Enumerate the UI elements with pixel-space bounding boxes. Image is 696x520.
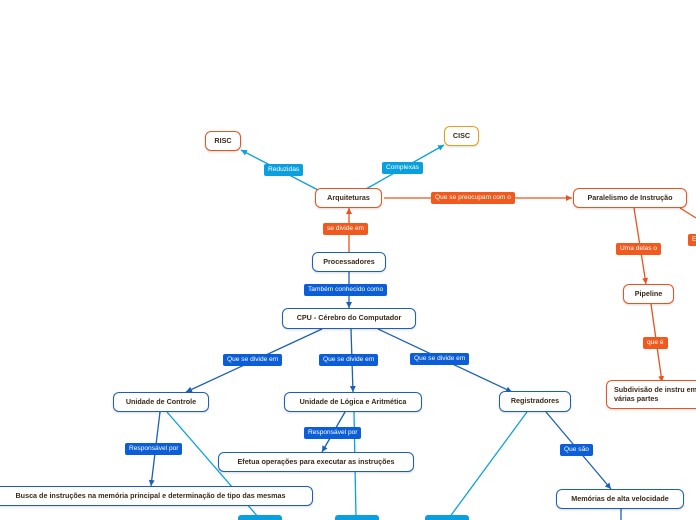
label-divide-2: Que se divide em — [319, 354, 379, 366]
node-processadores[interactable]: Processadores — [312, 252, 386, 272]
label-reduzidas: Reduzidas — [264, 164, 304, 176]
label-divide-1: Que se divide em — [223, 354, 283, 366]
label-responsavel-1: Responsável por — [125, 443, 183, 455]
node-registradores[interactable]: Registradores — [499, 391, 571, 412]
label-divide-em: se divide em — [323, 223, 369, 235]
node-paralelismo[interactable]: Paralelismo de Instrução — [573, 188, 687, 208]
node-cpu[interactable]: CPU - Cérebro do Computador — [282, 308, 416, 329]
label-que-sao: Que são — [560, 444, 593, 456]
node-ula[interactable]: Unidade de Lógica e Aritmética — [284, 392, 422, 412]
label-que-e: que é — [643, 337, 668, 349]
offscreen-node-stub — [425, 515, 469, 520]
node-efetua[interactable]: Efetua operações para executar as instru… — [218, 452, 414, 472]
label-conhecido: Também conhecido como — [304, 284, 388, 296]
label-divide-3: Que se divide em — [410, 353, 470, 365]
node-risc[interactable]: RISC — [205, 131, 241, 151]
node-arquiteturas[interactable]: Arquiteturas — [315, 188, 382, 208]
label-complexas: Complexas — [382, 162, 423, 174]
offscreen-node-stub — [335, 515, 379, 520]
label-edge-stub: E — [688, 234, 696, 246]
node-unidade-controle[interactable]: Unidade de Controle — [113, 392, 209, 412]
label-preocupam: Que se preocupam com o — [431, 192, 515, 204]
node-memorias[interactable]: Memórias de alta velocidade — [556, 489, 684, 509]
node-busca[interactable]: Busca de instruções na memória principal… — [0, 486, 313, 506]
label-responsavel-2: Responsável por — [304, 427, 362, 439]
node-pipeline[interactable]: Pipeline — [623, 284, 674, 304]
label-uma-delas: Uma delas o — [616, 243, 662, 255]
offscreen-node-stub — [238, 515, 282, 520]
node-cisc[interactable]: CISC — [444, 126, 479, 146]
node-subdivisao[interactable]: Subdivisão de instru em várias partes — [606, 380, 696, 409]
